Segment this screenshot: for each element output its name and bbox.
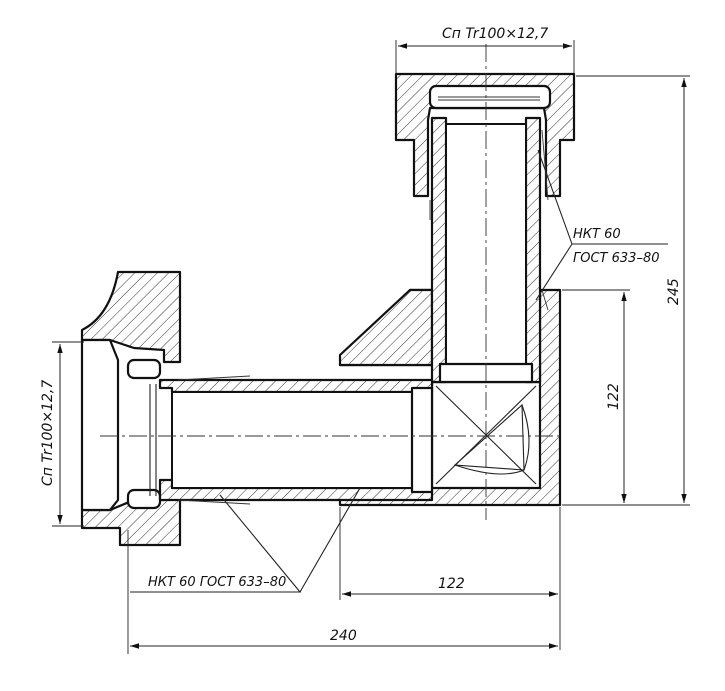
overall-width-value: 240 bbox=[330, 628, 357, 644]
vertical-branch bbox=[394, 72, 576, 384]
branch-width-value: 122 bbox=[438, 576, 465, 592]
top-thread-label: Сп Tr100×12,7 bbox=[442, 26, 548, 42]
branch-height-value: 122 bbox=[606, 383, 622, 410]
center-lines bbox=[100, 44, 560, 520]
leaders bbox=[130, 149, 668, 593]
dimensions bbox=[52, 40, 690, 654]
overall-height-value: 245 bbox=[666, 278, 682, 305]
annotations: Сп Tr100×12,7 Сп Tr100×12,7 НКТ 60 ГОСТ … bbox=[40, 26, 682, 644]
pipe-spec-line2: ГОСТ 633–80 bbox=[573, 251, 659, 266]
pipe-spec-line1: НКТ 60 bbox=[573, 227, 621, 242]
horizontal-branch bbox=[80, 270, 434, 547]
pipe-spec-bottom: НКТ 60 ГОСТ 633–80 bbox=[148, 575, 286, 590]
left-thread-label: Сп Tr100×12,7 bbox=[40, 380, 56, 486]
